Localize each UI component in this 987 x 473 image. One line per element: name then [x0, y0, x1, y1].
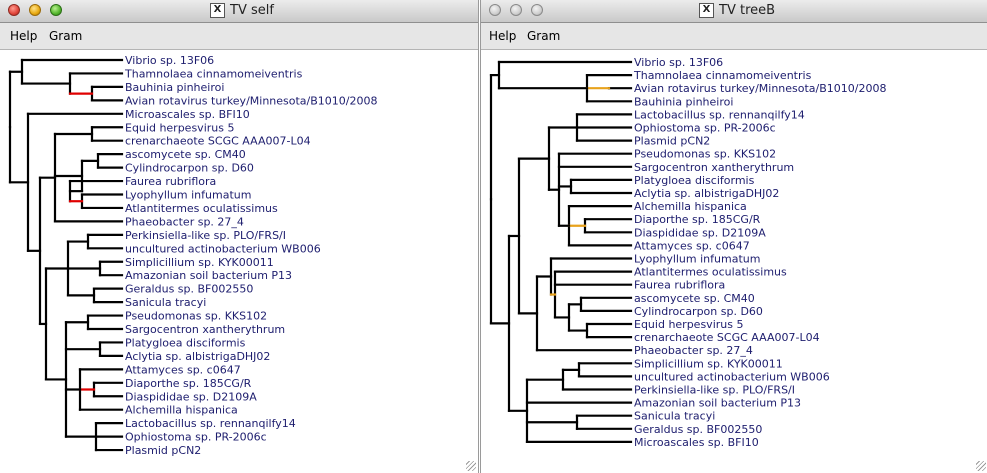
- leaf-label[interactable]: Aclytia sp. albistrigaDHJ02: [634, 187, 779, 200]
- zoom-button[interactable]: [50, 4, 62, 16]
- menu-gram[interactable]: Gram: [527, 29, 561, 43]
- tree-branches: [489, 60, 633, 443]
- leaf-label[interactable]: Perkinsiella-like sp. PLO/FRS/I: [634, 384, 795, 397]
- leaf-label[interactable]: Simplicillium sp. KYK00011: [125, 256, 274, 269]
- leaf-label[interactable]: Atlantitermes oculatissimus: [634, 266, 787, 279]
- leaf-label[interactable]: Phaeobacter sp. 27_4: [125, 215, 244, 228]
- title-bar[interactable]: X TV treeB: [481, 0, 987, 23]
- menu-gram[interactable]: Gram: [49, 29, 83, 43]
- leaf-label[interactable]: Geraldus sp. BF002550: [634, 423, 762, 436]
- resize-grip[interactable]: [466, 461, 476, 471]
- leaf-label[interactable]: Lactobacillus sp. rennanqilfy14: [634, 108, 805, 121]
- leaf-label[interactable]: Atlantitermes oculatissimus: [125, 202, 278, 215]
- leaf-label[interactable]: Sargocentron xantherythrum: [125, 323, 285, 336]
- leaf-label[interactable]: crenarchaeote SCGC AAA007-L04: [125, 135, 311, 148]
- leaf-label[interactable]: Diaporthe sp. 185CG/R: [634, 213, 761, 226]
- window-title: X TV treeB: [699, 3, 775, 18]
- leaf-label[interactable]: Simplicillium sp. KYK00011: [634, 357, 783, 370]
- title-bar[interactable]: X TV self: [0, 0, 478, 23]
- leaf-label[interactable]: Geraldus sp. BF002550: [125, 283, 253, 296]
- leaf-label[interactable]: Ophiostoma sp. PR-2006c: [634, 122, 776, 135]
- x11-icon: X: [699, 3, 714, 18]
- menu-bar: Help Gram: [0, 23, 478, 50]
- leaf-label[interactable]: Attamyces sp. c0647: [634, 239, 750, 252]
- leaf-label[interactable]: Attamyces sp. c0647: [125, 363, 241, 376]
- leaf-label[interactable]: Aclytia sp. albistrigaDHJ02: [125, 350, 270, 363]
- leaf-label[interactable]: Avian rotavirus turkey/Minnesota/B1010/2…: [125, 94, 378, 107]
- leaf-label[interactable]: ascomycete sp. CM40: [125, 148, 246, 161]
- leaf-label[interactable]: Platygloea disciformis: [634, 174, 755, 187]
- leaf-label[interactable]: Alchemilla hispanica: [634, 200, 747, 213]
- window-title-text: TV self: [230, 3, 274, 18]
- leaf-label[interactable]: uncultured actinobacterium WB006: [634, 370, 830, 383]
- window-title: X TV self: [210, 3, 274, 18]
- leaf-label[interactable]: crenarchaeote SCGC AAA007-L04: [634, 331, 820, 344]
- leaf-label[interactable]: Perkinsiella-like sp. PLO/FRS/I: [125, 229, 286, 242]
- leaf-label[interactable]: Pseudomonas sp. KKS102: [634, 148, 776, 161]
- leaf-label[interactable]: Plasmid pCN2: [125, 444, 201, 457]
- leaf-label[interactable]: Equid herpesvirus 5: [125, 121, 234, 134]
- leaf-label[interactable]: Bauhinia pinheiroi: [634, 95, 733, 108]
- leaf-label[interactable]: Plasmid pCN2: [634, 135, 710, 148]
- leaf-label[interactable]: Amazonian soil bacterium P13: [125, 269, 292, 282]
- window-title-text: TV treeB: [719, 3, 776, 18]
- leaf-label[interactable]: Platygloea disciformis: [125, 336, 246, 349]
- leaf-label[interactable]: Phaeobacter sp. 27_4: [634, 344, 753, 357]
- zoom-button[interactable]: [531, 4, 543, 16]
- leaf-label[interactable]: Diaspididae sp. D2109A: [125, 390, 257, 403]
- leaf-label[interactable]: Vibrio sp. 13F06: [125, 54, 214, 67]
- leaf-label[interactable]: Faurea rubriflora: [125, 175, 216, 188]
- x11-icon: X: [210, 3, 225, 18]
- leaf-label[interactable]: Faurea rubriflora: [634, 279, 725, 292]
- leaf-label[interactable]: Ophiostoma sp. PR-2006c: [125, 431, 267, 444]
- leaf-label[interactable]: Cylindrocarpon sp. D60: [125, 162, 254, 175]
- leaf-label[interactable]: Sargocentron xantherythrum: [634, 161, 794, 174]
- leaf-label[interactable]: Alchemilla hispanica: [125, 404, 238, 417]
- leaf-label[interactable]: Diaspididae sp. D2109A: [634, 226, 766, 239]
- close-button[interactable]: [489, 4, 501, 16]
- leaf-label[interactable]: Avian rotavirus turkey/Minnesota/B1010/2…: [634, 82, 887, 95]
- leaf-label[interactable]: Sanicula tracyi: [125, 296, 206, 309]
- menu-bar: Help Gram: [481, 23, 987, 50]
- leaf-label[interactable]: Lactobacillus sp. rennanqilfy14: [125, 417, 296, 430]
- leaf-label[interactable]: Sanicula tracyi: [634, 410, 715, 423]
- minimize-button[interactable]: [29, 4, 41, 16]
- leaf-label[interactable]: Pseudomonas sp. KKS102: [125, 310, 267, 323]
- leaf-label[interactable]: uncultured actinobacterium WB006: [125, 242, 321, 255]
- leaf-label[interactable]: Thamnolaea cinnamomeiventris: [124, 67, 303, 80]
- leaf-label[interactable]: Amazonian soil bacterium P13: [634, 397, 801, 410]
- menu-help[interactable]: Help: [10, 29, 38, 43]
- menu-help[interactable]: Help: [489, 29, 517, 43]
- leaf-label[interactable]: Microascales sp. BFI10: [634, 436, 759, 449]
- close-button[interactable]: [8, 4, 20, 16]
- leaf-label[interactable]: Bauhinia pinheiroi: [125, 81, 224, 94]
- leaf-label[interactable]: Lyophyllum infumatum: [634, 253, 760, 266]
- tree-branches: [8, 58, 124, 452]
- leaf-label[interactable]: Diaporthe sp. 185CG/R: [125, 377, 252, 390]
- leaf-label[interactable]: Thamnolaea cinnamomeiventris: [633, 69, 812, 82]
- leaf-label[interactable]: Microascales sp. BFI10: [125, 108, 250, 121]
- leaf-label[interactable]: Lyophyllum infumatum: [125, 189, 251, 202]
- leaf-label[interactable]: Vibrio sp. 13F06: [634, 56, 723, 69]
- leaf-label[interactable]: Cylindrocarpon sp. D60: [634, 305, 763, 318]
- leaf-label[interactable]: Equid herpesvirus 5: [634, 318, 743, 331]
- resize-grip[interactable]: [976, 461, 986, 471]
- minimize-button[interactable]: [510, 4, 522, 16]
- leaf-label[interactable]: ascomycete sp. CM40: [634, 292, 755, 305]
